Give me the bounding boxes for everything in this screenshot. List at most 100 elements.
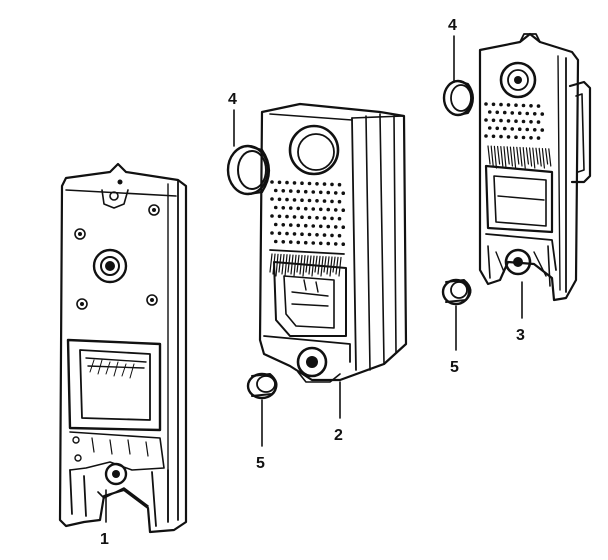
pin-dot	[532, 112, 537, 116]
pin-dot	[292, 215, 297, 219]
fin-line	[275, 253, 279, 277]
pin-dot	[532, 128, 537, 132]
pin-dot	[296, 223, 301, 228]
pin-dot	[529, 120, 533, 124]
pin-dot	[540, 112, 545, 116]
pin-dot	[326, 241, 331, 246]
pin-dot	[326, 207, 331, 212]
pin-dot	[318, 190, 323, 195]
pin-dot	[540, 128, 545, 132]
pin-dot	[288, 240, 293, 244]
fin-line	[516, 146, 520, 165]
pin-dot	[521, 135, 526, 140]
pin-dot	[277, 197, 282, 202]
pin-dot	[506, 135, 511, 139]
part-1-end-section	[58, 162, 188, 534]
fin-line	[509, 146, 514, 167]
pin-dot	[341, 242, 346, 246]
fin-line	[290, 254, 294, 275]
pin-dot	[491, 102, 496, 107]
pin-dot	[487, 110, 492, 114]
pin-dot	[322, 216, 327, 220]
fin-line	[532, 147, 536, 169]
pin-dot	[311, 224, 316, 228]
pin-dot	[506, 103, 511, 107]
pin-dot	[288, 206, 293, 210]
pin-dot	[273, 239, 278, 244]
pin-dot	[322, 199, 327, 203]
pin-dot	[322, 233, 327, 237]
pin-dot	[326, 190, 331, 195]
fin-line	[487, 145, 491, 165]
pin-dot	[288, 189, 293, 193]
pin-dot	[529, 104, 533, 108]
pin-dot	[281, 240, 286, 244]
pin-dot	[330, 233, 334, 238]
pin-dot	[491, 134, 496, 139]
pin-dot	[273, 205, 278, 210]
fin-line	[544, 148, 549, 165]
pin-dot	[525, 111, 530, 116]
pin-dot	[300, 198, 304, 202]
pin-dot	[487, 126, 492, 130]
pin-dot	[300, 181, 304, 185]
fin-line	[519, 146, 523, 167]
fin-line	[323, 256, 327, 273]
pin-dot	[326, 224, 331, 229]
fin-line	[503, 146, 507, 169]
pin-dot	[292, 198, 297, 202]
callout-4-center: 4	[228, 91, 237, 108]
fin-line	[528, 147, 533, 167]
callout-4-right: 4	[448, 17, 457, 34]
pin-dot	[277, 180, 282, 185]
part-4-ring-center	[226, 144, 271, 196]
pin-dot	[315, 216, 319, 220]
pin-dot	[273, 188, 278, 193]
fin-line	[284, 254, 288, 277]
pin-dot	[502, 110, 507, 115]
pin-dot	[333, 225, 338, 229]
pin-dot	[285, 231, 289, 236]
pin-dot	[277, 231, 282, 236]
part-3-fin-fringe	[487, 145, 552, 169]
pin-dot	[499, 102, 503, 107]
fin-line	[535, 147, 539, 165]
pin-dot	[270, 197, 274, 201]
pin-dot	[285, 214, 289, 219]
pin-dot	[495, 110, 500, 115]
part-2-pin-field	[270, 180, 346, 246]
callout-1: 1	[100, 531, 109, 548]
pin-dot	[484, 118, 488, 122]
fin-line	[512, 146, 517, 169]
pin-dot	[510, 111, 515, 115]
pin-dot	[333, 191, 338, 195]
pin-dot	[318, 241, 323, 246]
pin-dot	[292, 232, 297, 236]
fin-line	[541, 147, 546, 169]
pin-dot	[281, 223, 286, 227]
fin-line	[490, 145, 494, 167]
pin-dot	[311, 207, 316, 211]
fin-line	[506, 146, 510, 165]
fin-line	[314, 255, 318, 273]
pin-dot	[536, 120, 541, 124]
pin-dot	[514, 119, 518, 123]
pin-dot	[499, 134, 503, 139]
fin-line	[538, 147, 542, 167]
pin-dot	[285, 197, 289, 202]
pin-dot	[307, 232, 312, 237]
pin-dot	[484, 134, 488, 138]
pin-dot	[330, 182, 334, 187]
pin-dot	[311, 241, 316, 245]
pin-dot	[521, 103, 526, 108]
part-4-ring-right	[442, 79, 474, 117]
pin-dot	[510, 127, 515, 131]
fin-line	[293, 254, 297, 277]
pin-dot	[337, 216, 342, 221]
pin-dot	[333, 208, 338, 212]
pin-dot	[529, 136, 533, 140]
pin-dot	[277, 214, 282, 219]
pin-dot	[484, 102, 488, 106]
pin-dot	[495, 126, 500, 131]
